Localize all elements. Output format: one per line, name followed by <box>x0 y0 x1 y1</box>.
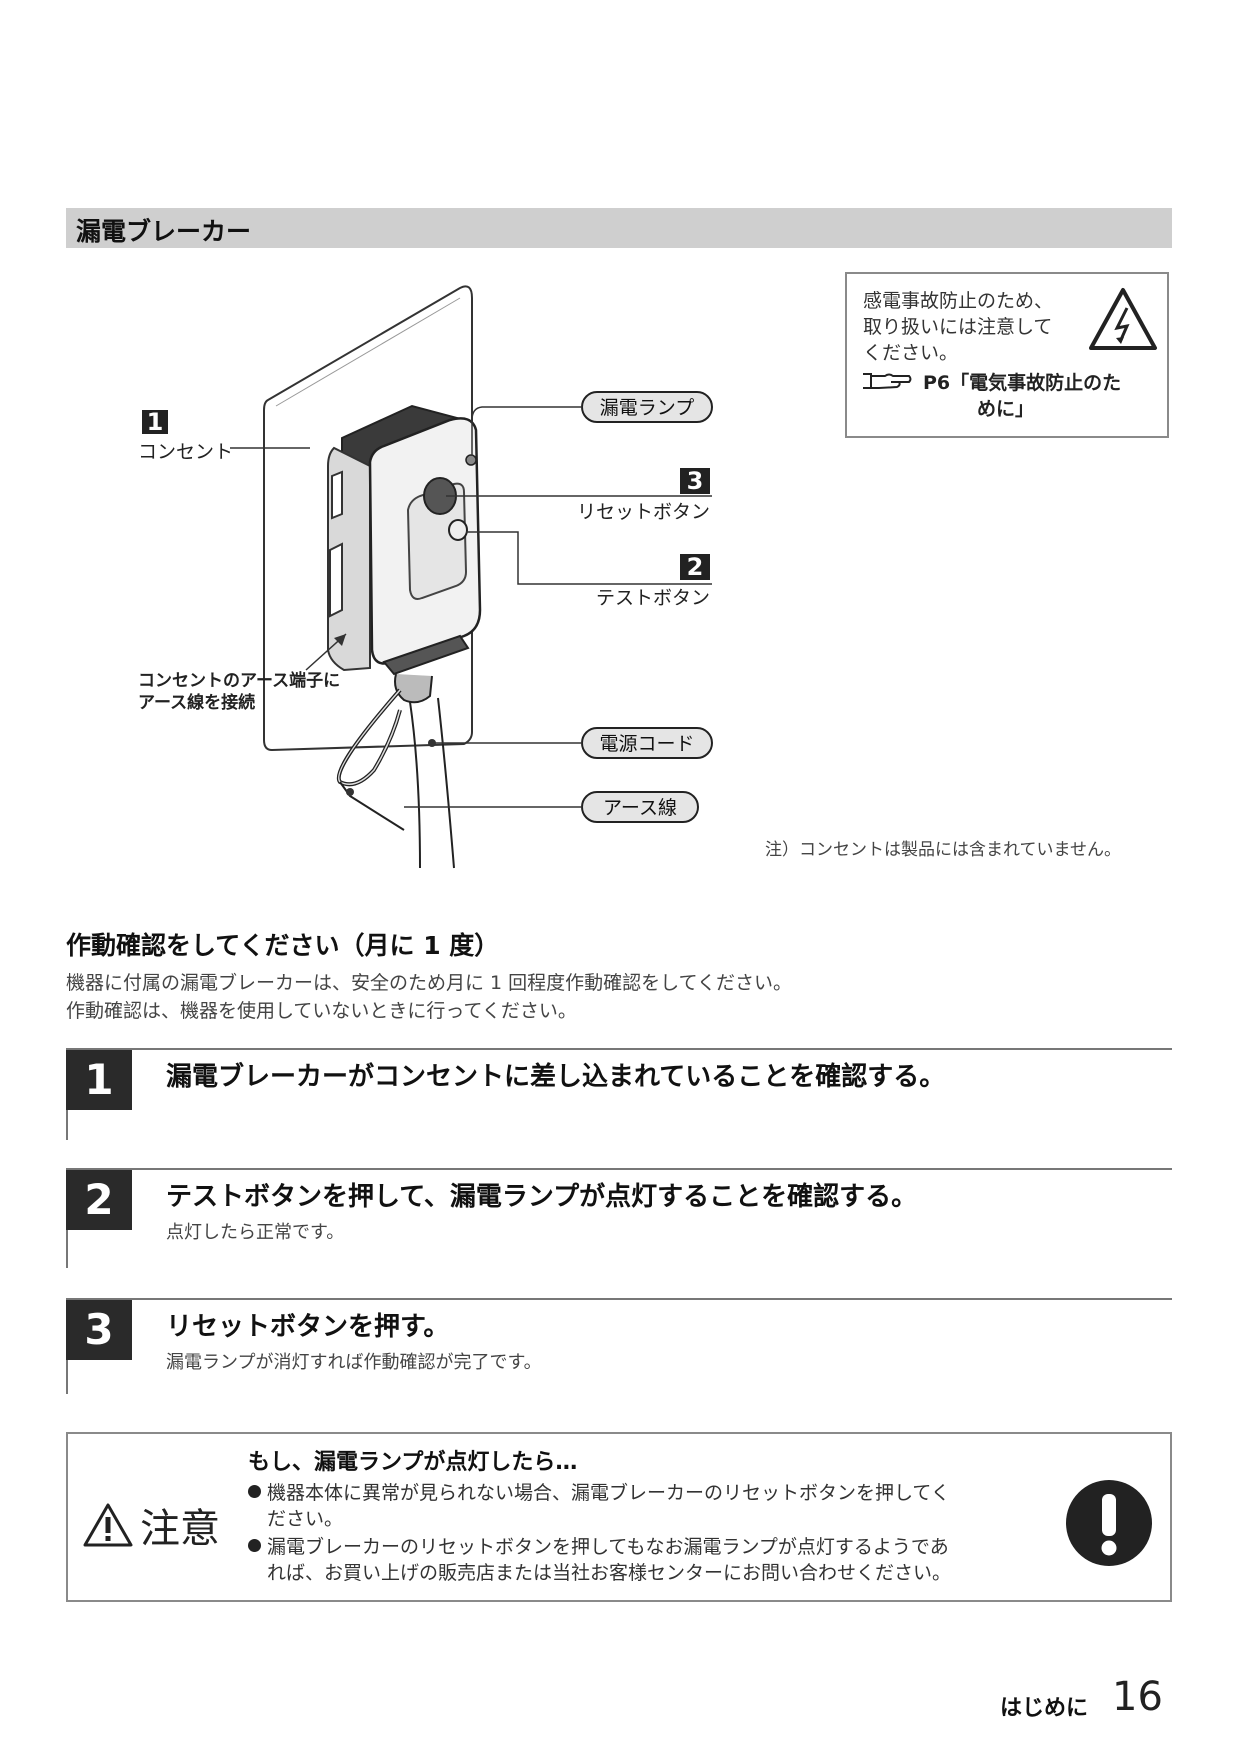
step-1-rule <box>66 1048 1172 1050</box>
caution-bullet-2-text-a: 漏電ブレーカーのリセットボタンを押してもなお漏電ランプが点灯するようであ <box>267 1536 949 1558</box>
check-heading: 作動確認をしてください（月に 1 度） <box>66 931 500 960</box>
step-3-title: リセットボタンを押す。 <box>166 1312 450 1342</box>
step-1-number: 1 <box>66 1050 132 1110</box>
check-para-2: 作動確認は、機器を使用していないときに行ってください。 <box>66 1000 577 1022</box>
caution-bullet-1: 機器本体に異常が見られない場合、漏電ブレーカーのリセットボタンを押してく ださい… <box>248 1480 950 1532</box>
caution-bullet-1-text-a: 機器本体に異常が見られない場合、漏電ブレーカーのリセットボタンを押してく <box>267 1482 950 1504</box>
page-number: 16 <box>1112 1674 1163 1720</box>
caution-title: もし、漏電ランプが点灯したら… <box>248 1450 578 1475</box>
test-label: テストボタン <box>596 587 710 609</box>
caution-label: 注意 <box>82 1496 220 1554</box>
step-2-title: テストボタンを押して、漏電ランプが点灯することを確認する。 <box>166 1182 918 1212</box>
caution-bullet-2: 漏電ブレーカーのリセットボタンを押してもなお漏電ランプが点灯するようであ れば、… <box>248 1534 951 1586</box>
electric-shock-warning-box: 感電事故防止のため、 取り扱いには注意して ください。 P6「電気事故防止のた … <box>845 272 1169 438</box>
exclamation-icon <box>1066 1480 1152 1566</box>
breaker-diagram: 1 コンセント 漏電ランプ 3 リセットボタン 2 テストボタン コンセントのア… <box>138 285 713 869</box>
callout-2-box <box>680 554 710 580</box>
test-button <box>448 519 468 541</box>
callout-1-box <box>142 410 168 434</box>
warning-page-ref-cont: めに」 <box>977 398 1035 420</box>
check-para-1: 機器に付属の漏電ブレーカーは、安全のため月に 1 回程度作動確認をしてください。 <box>66 972 793 994</box>
bullet-dot-icon <box>248 1539 261 1552</box>
callout-3-number: 3 <box>687 467 704 495</box>
caution-label-text: 注意 <box>140 1506 220 1552</box>
diagram-note: 注）コンセントは製品には含まれていません。 <box>765 840 1121 860</box>
warning-line-3: ください。 <box>863 342 959 364</box>
section-header: 漏電ブレーカー <box>66 208 1172 248</box>
callout-3-box <box>680 468 710 494</box>
step-1-title: 漏電ブレーカーがコンセントに差し込まれていることを確認する。 <box>166 1062 946 1092</box>
caution-box: 注意 もし、漏電ランプが点灯したら… 機器本体に異常が見られない場合、漏電ブレー… <box>66 1432 1172 1602</box>
step-2-sub: 点灯したら正常です。 <box>166 1222 345 1243</box>
breaker-panel <box>406 482 468 600</box>
reset-label: リセットボタン <box>577 501 710 523</box>
outlet-label: コンセント <box>138 441 233 463</box>
step-3-rule <box>66 1298 1172 1300</box>
caution-bullet-2-text-b: れば、お買い上げの販売店または当社お客様センターにお問い合わせください。 <box>267 1562 952 1584</box>
lamp-label: 漏電ランプ <box>600 397 694 419</box>
callout-1-number: 1 <box>147 408 164 436</box>
step-3-sub: 漏電ランプが消灯すれば作動確認が完了です。 <box>166 1352 542 1373</box>
electric-hazard-icon <box>1089 288 1157 350</box>
caution-bullet-1-text-b: ださい。 <box>267 1508 344 1530</box>
power-cord-label: 電源コード <box>599 733 694 755</box>
warning-page-ref[interactable]: P6「電気事故防止のた <box>923 372 1122 394</box>
step-3-number: 3 <box>66 1300 132 1360</box>
section-title: 漏電ブレーカー <box>76 217 252 246</box>
bullet-dot-icon <box>248 1485 261 1498</box>
warning-line-2: 取り扱いには注意して <box>863 316 1053 338</box>
earth-note-line-1: コンセントのアース端子に <box>138 670 340 691</box>
callout-2-number: 2 <box>687 553 704 581</box>
footer-section-label: はじめに <box>1000 1696 1089 1721</box>
earth-wire-label: アース線 <box>603 797 677 819</box>
leak-lamp <box>465 454 477 466</box>
earth-note-line-2: アース線を接続 <box>138 692 255 713</box>
warning-triangle-icon <box>83 1503 133 1547</box>
step-2-number: 2 <box>66 1170 132 1230</box>
warning-line-1: 感電事故防止のため、 <box>863 290 1054 312</box>
step-2-rule <box>66 1168 1172 1170</box>
pointing-hand-icon <box>863 373 912 389</box>
